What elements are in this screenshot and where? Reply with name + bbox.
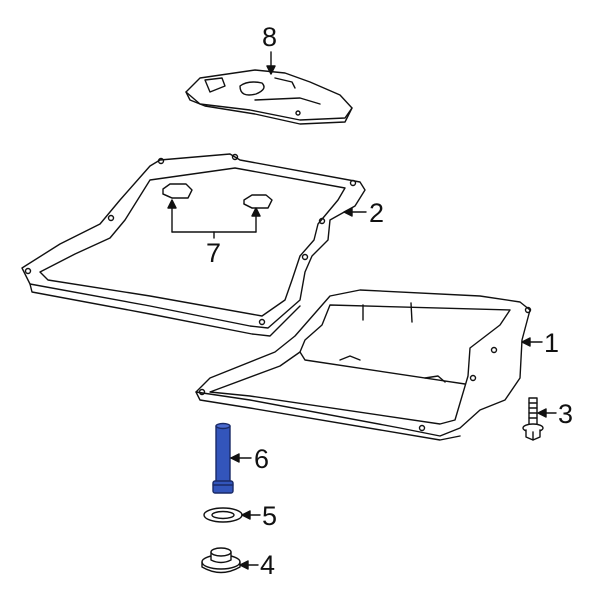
callout-number-2: 2	[369, 198, 385, 228]
callout-arrow-1	[521, 337, 543, 347]
callout-number-6: 6	[254, 444, 270, 474]
drain-plug-part[interactable]	[201, 547, 241, 574]
callout-arrow-4	[239, 560, 259, 570]
callout-number-8: 8	[262, 22, 278, 52]
overflow-tube-part[interactable]	[212, 422, 234, 494]
callout-arrow-7	[167, 199, 261, 239]
callout-number-5: 5	[262, 501, 278, 531]
callout-number-1: 1	[544, 328, 560, 358]
callout-arrow-8	[266, 51, 276, 75]
callout-arrow-2	[343, 207, 367, 217]
drain-washer-part[interactable]	[203, 507, 243, 523]
callout-arrow-6	[230, 453, 252, 463]
callout-arrow-5	[241, 510, 261, 520]
magnet-part[interactable]	[162, 183, 273, 209]
pan-gasket-part[interactable]	[21, 153, 366, 337]
oil-pan-part[interactable]	[195, 289, 532, 441]
callout-number-3: 3	[558, 399, 574, 429]
pan-bolt-part[interactable]	[522, 397, 544, 441]
callout-arrow-3	[537, 408, 557, 418]
filter-part[interactable]	[185, 69, 353, 125]
callout-number-7: 7	[206, 238, 222, 268]
callout-number-4: 4	[260, 550, 276, 580]
